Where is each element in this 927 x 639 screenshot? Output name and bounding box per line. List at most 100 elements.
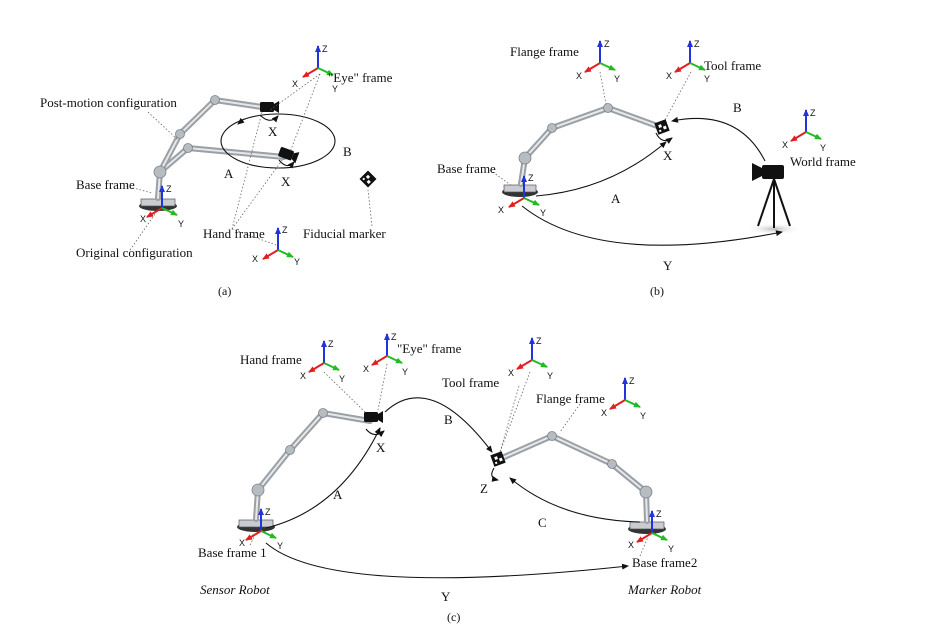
panel-b: Flange frame Tool frame Base frame World…: [437, 41, 856, 298]
transform-z-label: Z: [480, 481, 488, 496]
axis-y-letter: Y: [294, 257, 300, 267]
axis-letters: Z X Y Z X Y Z X Y Z X Y Z X Y Z X Y Z X …: [140, 39, 826, 554]
transform-b-label: B: [343, 144, 352, 159]
transform-b-loop: [220, 113, 336, 169]
axis-x-letter: X: [363, 364, 369, 374]
transform-y-label: Y: [441, 589, 451, 604]
eye-frame-label: "Eye" frame: [328, 70, 393, 85]
axis-x-letter: X: [498, 205, 504, 215]
axis-x-letter: X: [140, 214, 146, 224]
sensor-robot-label: Sensor Robot: [200, 582, 270, 597]
transform-y-arrow: [265, 542, 629, 579]
axis-z-letter: Z: [629, 376, 635, 386]
transform-c-label: C: [538, 515, 547, 530]
axis-x-letter: X: [300, 371, 306, 381]
fiducial-marker-icon: [359, 170, 377, 188]
axis-x-letter: X: [576, 71, 582, 81]
axis-z-letter: Z: [604, 39, 610, 49]
transform-x-label: X: [281, 174, 291, 189]
axis-z-letter: Z: [166, 184, 172, 194]
transform-b-label: B: [444, 412, 453, 427]
hand-frame-axes: [263, 228, 293, 259]
flange-frame-axes: [585, 41, 615, 72]
axis-y-letter: Y: [640, 411, 646, 421]
tool-frame-axes: [517, 338, 547, 369]
axis-z-letter: Z: [656, 509, 662, 519]
transform-a-label: A: [611, 191, 621, 206]
axis-y-letter: Y: [178, 219, 184, 229]
axis-y-letter: Y: [704, 74, 710, 84]
sensor-robot-arm: [253, 409, 373, 522]
hand-frame-label: Hand frame: [203, 226, 265, 241]
tool-frame-axes: [675, 41, 705, 72]
axis-x-letter: X: [252, 254, 258, 264]
axis-y-letter: Y: [332, 84, 338, 94]
axis-z-letter: Z: [694, 39, 700, 49]
axis-y-letter: Y: [540, 208, 546, 218]
base-frame-label: Base frame: [76, 177, 135, 192]
tool-marker-icon: [654, 119, 670, 135]
transform-a-label: A: [224, 166, 234, 181]
axis-x-letter: X: [782, 140, 788, 150]
axis-z-letter: Z: [328, 339, 334, 349]
transform-x-label: X: [268, 124, 278, 139]
world-camera-icon: [752, 163, 791, 228]
axis-y-letter: Y: [614, 74, 620, 84]
base-frame-2-label: Base frame2: [632, 555, 697, 570]
axis-y-letter: Y: [402, 367, 408, 377]
camera-icon: [277, 145, 300, 164]
axis-z-letter: Z: [265, 507, 271, 517]
base-frame-label: Base frame: [437, 161, 496, 176]
caption-c: (c): [447, 610, 460, 624]
axis-z-letter: Z: [282, 225, 288, 235]
hand-frame-axes: [309, 341, 339, 372]
transform-b-arrow: [384, 397, 493, 453]
original-config-label: Original configuration: [76, 245, 193, 260]
transform-b-arrow: [671, 116, 766, 162]
world-frame-axes: [791, 110, 821, 141]
axis-x-letter: X: [508, 368, 514, 378]
transform-a-arrow: [535, 141, 667, 197]
axis-x-letter: X: [239, 538, 245, 548]
camera-icon: [260, 101, 279, 113]
fiducial-marker-label: Fiducial marker: [303, 226, 386, 241]
axis-y-letter: Y: [820, 143, 826, 153]
world-frame-label: World frame: [790, 154, 856, 169]
camera-icon: [364, 411, 383, 423]
axis-z-letter: Z: [810, 108, 816, 118]
flange-frame-label: Flange frame: [536, 391, 605, 406]
marker-robot-label: Marker Robot: [627, 582, 702, 597]
axis-y-letter: Y: [547, 371, 553, 381]
axis-y-letter: Y: [668, 544, 674, 554]
transform-a-label: A: [333, 487, 343, 502]
transform-y-arrow: [521, 205, 783, 246]
transform-b-label: B: [733, 100, 742, 115]
axis-x-letter: X: [601, 408, 607, 418]
transform-c-arrow: [509, 477, 641, 523]
transform-y-label: Y: [663, 258, 673, 273]
axis-x-letter: X: [666, 71, 672, 81]
post-motion-label: Post-motion configuration: [40, 95, 177, 110]
panel-a: Post-motion configuration Base frame Ori…: [40, 46, 393, 298]
transform-a-arrow: [265, 427, 381, 529]
flange-frame-axes: [610, 378, 640, 409]
axis-y-letter: Y: [277, 541, 283, 551]
caption-a: (a): [218, 284, 231, 298]
panel-c: Hand frame "Eye" frame Tool frame Flange…: [198, 334, 702, 624]
flange-frame-label: Flange frame: [510, 44, 579, 59]
transform-x-label: X: [376, 440, 386, 455]
axis-z-letter: Z: [536, 336, 542, 346]
axis-z-letter: Z: [391, 332, 397, 342]
axis-z-letter: Z: [528, 173, 534, 183]
axis-x-letter: X: [628, 540, 634, 550]
eye-frame-label: "Eye" frame: [397, 341, 462, 356]
base-frame-1-label: Base frame 1: [198, 545, 267, 560]
transform-x-label: X: [663, 148, 673, 163]
tool-frame-label: Tool frame: [704, 58, 761, 73]
tool-frame-label: Tool frame: [442, 375, 499, 390]
tool-marker-icon: [490, 451, 506, 467]
axis-x-letter: X: [292, 79, 298, 89]
axis-z-letter: Z: [322, 44, 328, 54]
hand-frame-label: Hand frame: [240, 352, 302, 367]
